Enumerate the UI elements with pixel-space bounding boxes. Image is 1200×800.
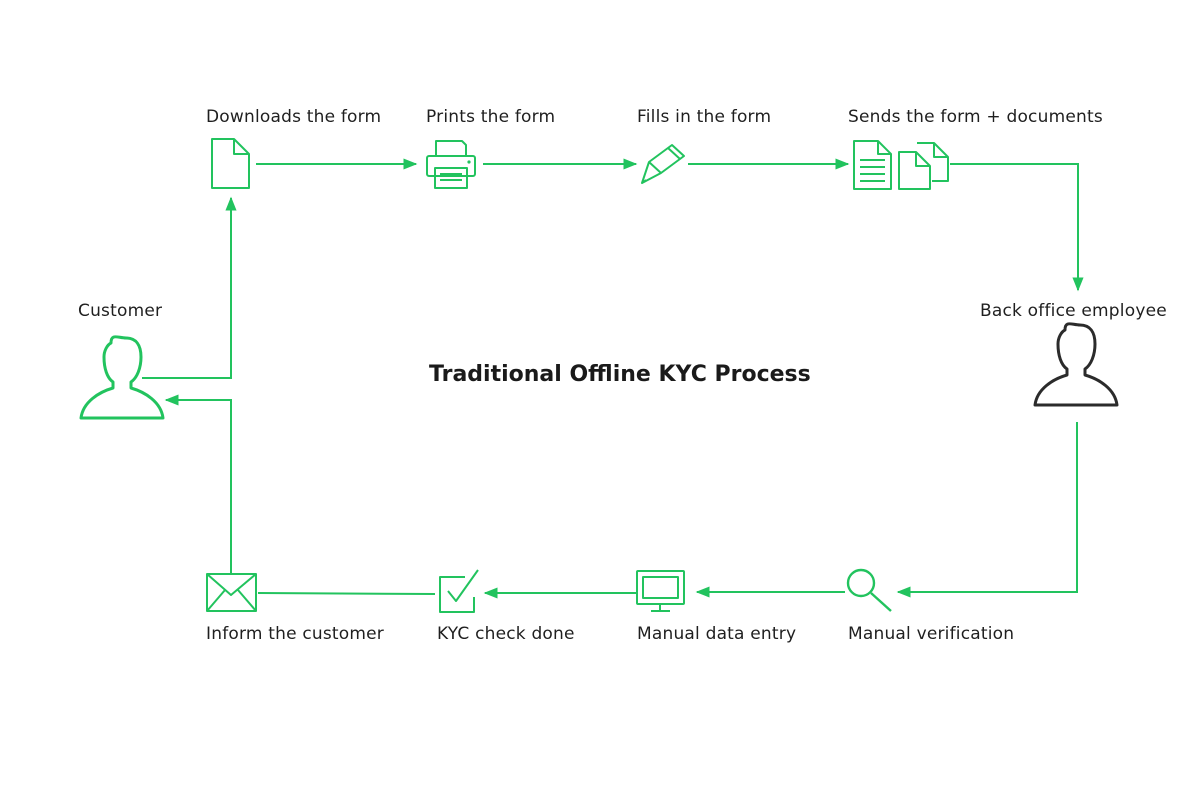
document-icon (211, 138, 250, 189)
step-kyc-label: KYC check done (437, 624, 575, 644)
connectors (142, 158, 1084, 599)
employee-person-icon (1033, 322, 1119, 407)
step-download-label: Downloads the form (206, 107, 382, 127)
customer-person-icon (79, 335, 165, 420)
step-send-label: Sends the form + documents (848, 107, 1103, 127)
magnifier-icon (846, 568, 892, 612)
arrow-inform-to-customer (164, 394, 232, 573)
step-verify-label: Manual verification (848, 624, 1015, 644)
envelope-icon (206, 573, 257, 612)
arrow-send-to-employee (950, 163, 1084, 292)
step-fill-label: Fills in the form (637, 107, 772, 127)
step-inform-label: Inform the customer (206, 624, 384, 644)
arrow-customer-to-download (142, 196, 237, 379)
printer-icon (426, 140, 476, 189)
documents-icon (853, 140, 949, 190)
diagram-title: Traditional Offline KYC Process (429, 362, 811, 387)
monitor-icon (636, 570, 685, 612)
checkbox-icon (439, 569, 479, 613)
arrow-employee-to-verify (896, 422, 1078, 598)
step-print-label: Prints the form (426, 107, 556, 127)
line-kyc-to-inform (257, 592, 436, 595)
pencil-icon (641, 144, 685, 184)
employee-label: Back office employee (980, 301, 1167, 321)
customer-label: Customer (78, 301, 163, 321)
step-entry-label: Manual data entry (637, 624, 797, 644)
